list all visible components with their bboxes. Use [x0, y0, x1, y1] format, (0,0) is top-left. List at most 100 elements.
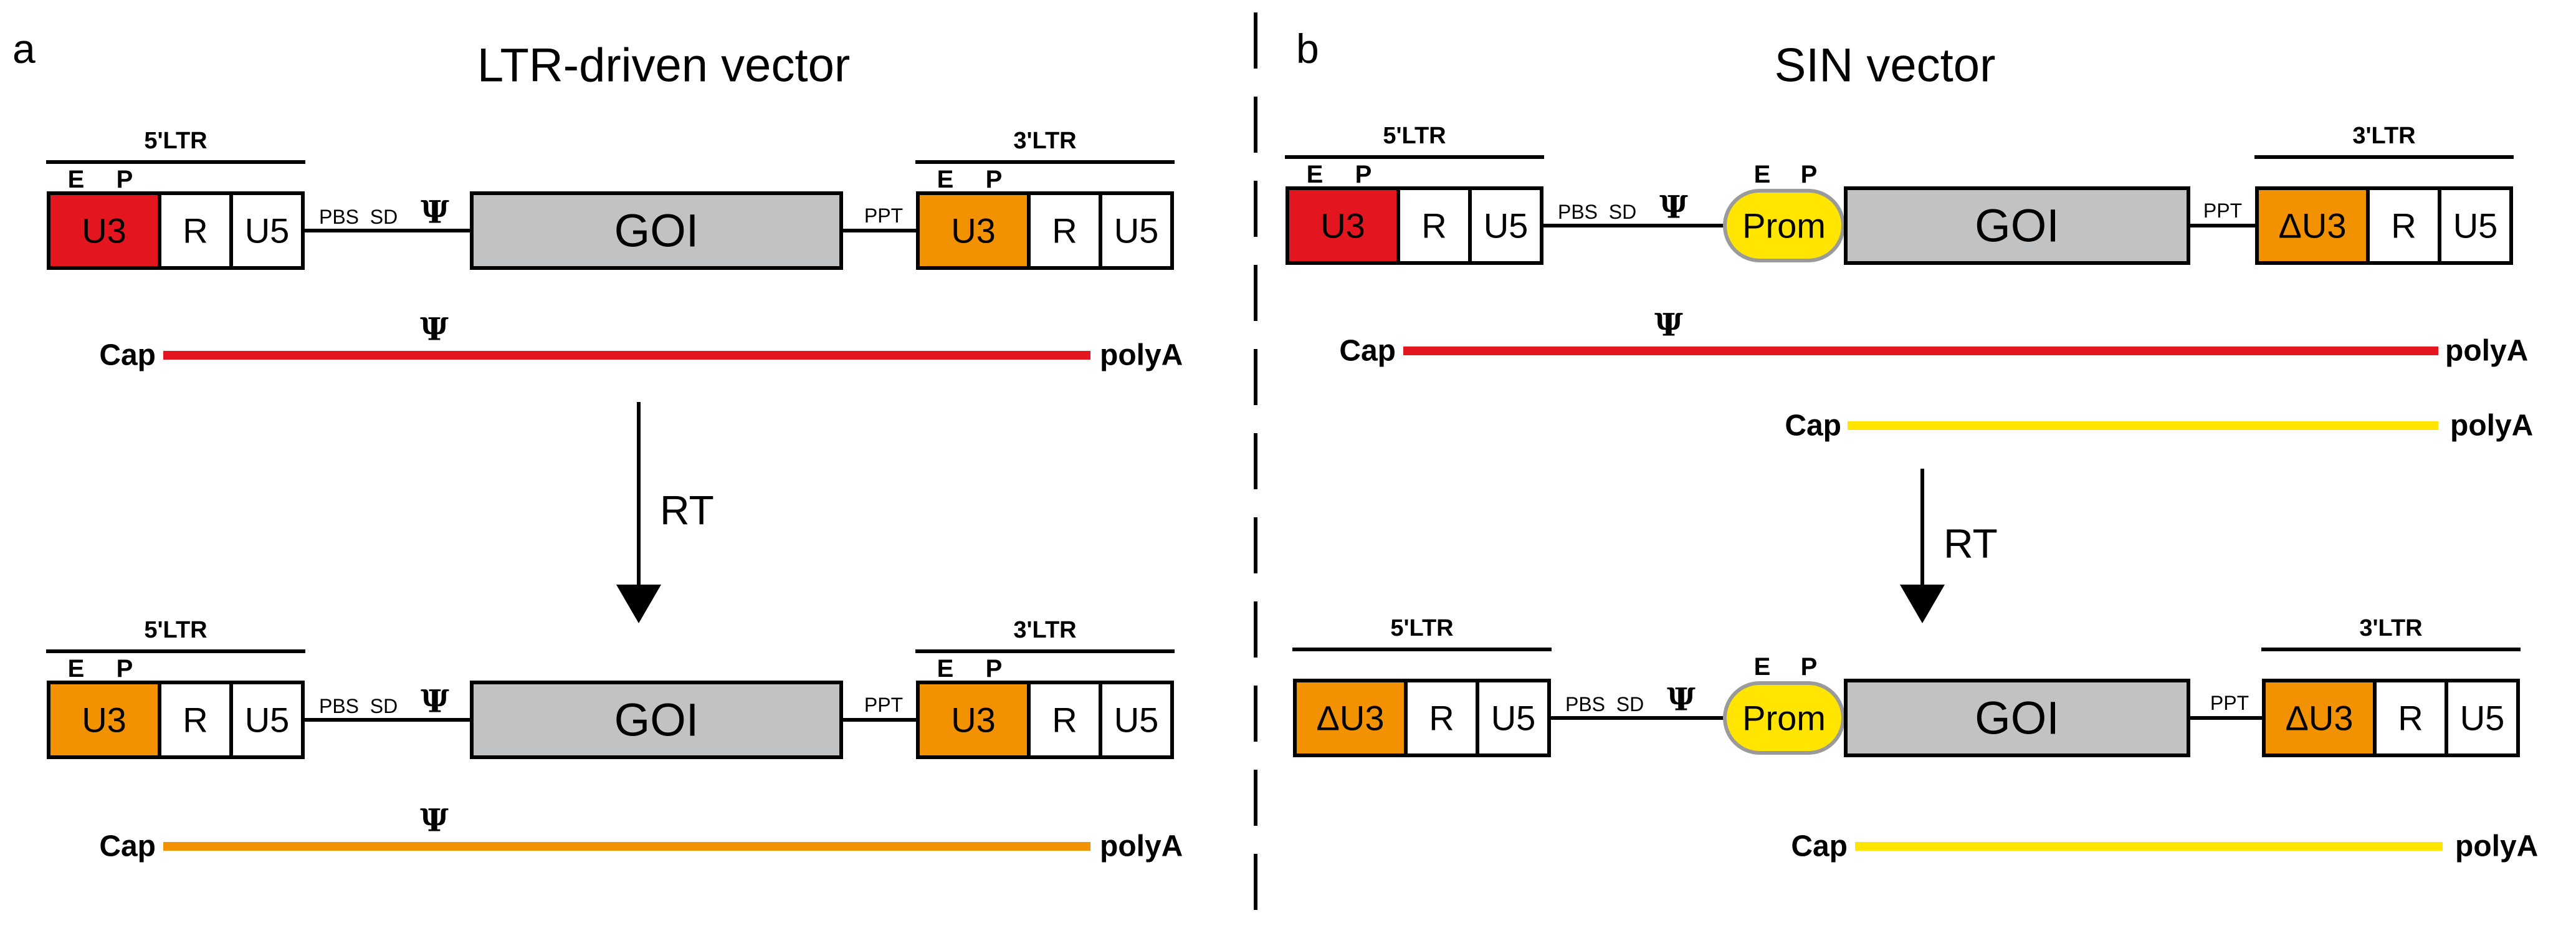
u3-label: ΔU3	[2279, 206, 2347, 246]
u5-region	[2438, 186, 2513, 265]
ltr-label: 5'LTR	[1390, 615, 1453, 641]
u3-region	[1286, 186, 1400, 265]
u3-label: ΔU3	[1317, 699, 1385, 738]
prom-region	[1723, 189, 1845, 262]
r-label: R	[2391, 206, 2416, 246]
enhancer-label: E	[937, 166, 954, 193]
promoter-label: P	[986, 655, 1003, 682]
sd-label: SD	[370, 206, 398, 228]
goi-region	[1844, 679, 2190, 757]
psi-label: Ψ	[421, 194, 449, 231]
sd-label: SD	[370, 695, 398, 717]
transcript: Cap polyA Ψ	[99, 311, 1183, 372]
u5-region	[1468, 186, 1543, 265]
arrowhead	[1900, 585, 1945, 623]
u5-region	[1476, 679, 1551, 757]
pbs-label: PBS	[1565, 693, 1605, 715]
transcript: Cap polyA	[1791, 830, 2538, 863]
polya-label: polyA	[2455, 830, 2538, 863]
r-region	[2366, 186, 2441, 265]
r-label: R	[2398, 699, 2423, 738]
promoter-label: P	[1801, 653, 1818, 681]
rt-arrow: RT	[1900, 469, 1998, 623]
r-label: R	[1421, 206, 1446, 246]
prom-label: Prom	[1742, 206, 1826, 246]
ltr-label: 3'LTR	[1013, 617, 1076, 643]
pbs-label: PBS	[319, 206, 359, 228]
polya-label: polyA	[2445, 335, 2528, 368]
ltr-label: 5'LTR	[144, 128, 207, 154]
u5-label: U5	[1114, 701, 1159, 740]
polya-label: polyA	[2450, 409, 2533, 442]
ppt-label: PPT	[864, 694, 903, 716]
u5-label: U5	[2460, 699, 2505, 738]
sd-label: SD	[1609, 201, 1636, 223]
promoter-label: P	[986, 166, 1003, 193]
u3-region	[47, 681, 161, 759]
r-label: R	[1052, 211, 1077, 251]
ltr-label: 3'LTR	[1013, 128, 1076, 154]
u5-region	[229, 191, 305, 270]
promoter-label: P	[117, 655, 133, 682]
promoter-label: P	[1801, 161, 1818, 188]
r-label: R	[183, 701, 208, 740]
arrowhead	[616, 585, 661, 623]
ltr-label: 5'LTR	[144, 617, 207, 643]
goi-label: GOI	[1975, 200, 2059, 252]
enhancer-label: E	[1754, 653, 1771, 681]
psi-label: Ψ	[420, 802, 449, 839]
cap-label: Cap	[99, 339, 156, 372]
r-label: R	[183, 211, 208, 251]
r-region	[2373, 679, 2448, 757]
psi-label: Ψ	[1667, 681, 1696, 718]
transcript: Cap polyA	[1785, 409, 2533, 442]
enhancer-label: E	[68, 166, 85, 193]
rt-arrow: RT	[616, 402, 714, 623]
u5-label: U5	[245, 211, 290, 251]
rt-label: RT	[1944, 520, 1998, 567]
promoter-label: P	[117, 166, 133, 193]
r-region	[158, 681, 233, 759]
u5-region	[1099, 191, 1174, 270]
ppt-label: PPT	[2203, 199, 2242, 222]
ppt-label: PPT	[2210, 692, 2249, 714]
u5-label: U5	[245, 701, 290, 740]
r-region	[1404, 679, 1479, 757]
polya-label: polyA	[1100, 830, 1183, 863]
u5-region	[1099, 681, 1174, 759]
goi-region	[470, 681, 843, 759]
u5-label: U5	[1114, 211, 1159, 251]
five-prime-ltr: 5'LTR E P U3 R U5	[46, 128, 305, 270]
u3-label: U3	[1320, 206, 1365, 246]
cap-label: Cap	[1339, 335, 1396, 368]
ppt-label: PPT	[864, 204, 903, 227]
u5-label: U5	[1491, 699, 1536, 738]
panel-letter: b	[1296, 26, 1319, 72]
panel-title: LTR-driven vector	[477, 39, 850, 92]
rt-label: RT	[660, 487, 714, 533]
polya-label: polyA	[1100, 339, 1183, 372]
panel-title: SIN vector	[1775, 39, 1996, 92]
prom-region	[1723, 681, 1845, 755]
cap-label: Cap	[1785, 409, 1841, 442]
r-region	[1396, 186, 1472, 265]
u3-label: ΔU3	[2286, 699, 2354, 738]
u3-region	[2255, 186, 2370, 265]
psi-label: Ψ	[420, 311, 449, 348]
u3-region	[1293, 679, 1408, 757]
cap-label: Cap	[1791, 830, 1848, 863]
prom-label: Prom	[1742, 699, 1826, 738]
enhancer-label: E	[68, 655, 85, 682]
promoter-label: P	[1355, 161, 1372, 188]
u3-label: U3	[82, 211, 126, 251]
r-region	[158, 191, 233, 270]
